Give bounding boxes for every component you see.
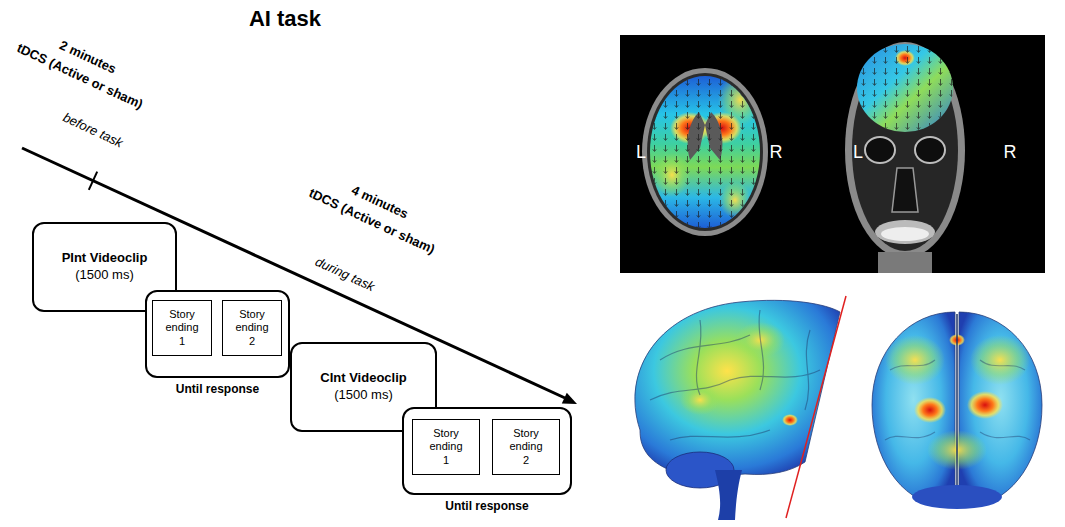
sulcus (980, 432, 1030, 440)
mri-panel (620, 35, 1045, 273)
sulcus (980, 360, 1025, 370)
side-label: R (1004, 142, 1017, 163)
brainstem (715, 470, 742, 520)
figure-title: AI task (185, 6, 385, 32)
hot-spot (967, 391, 1003, 419)
scalp (845, 42, 965, 258)
field-detail (640, 70, 770, 235)
coronal-mri (845, 42, 965, 273)
story-ending-box: Story ending 2 (492, 419, 560, 475)
arrow-head (562, 393, 577, 404)
eye-orbit (865, 137, 895, 163)
field-blob (885, 335, 945, 385)
sulcus (759, 310, 764, 390)
story-ending-text: Story ending 2 (232, 308, 272, 348)
vector-field (855, 44, 955, 134)
story-ending-text: Story ending 2 (506, 427, 546, 467)
jaw (875, 220, 935, 244)
hot-spot (914, 397, 946, 423)
response-box: Until responseStory ending 1Story ending… (402, 407, 572, 495)
story-ending-text: Story ending 1 (162, 308, 202, 348)
vector-field (640, 70, 770, 235)
story-ending-text: Story ending 1 (426, 427, 466, 467)
response-caption: Until response (445, 499, 528, 513)
box-heading: CInt Videoclip (320, 370, 406, 387)
sulcus (670, 430, 770, 440)
timeline-tick (89, 172, 97, 190)
field-detail (855, 44, 955, 134)
hemisphere (959, 312, 1042, 506)
side-label: L (636, 142, 646, 163)
cut-line (786, 296, 846, 518)
box-duration: (1500 ms) (75, 267, 134, 284)
neck (878, 252, 932, 273)
gyri (650, 310, 820, 440)
sulcus (650, 370, 820, 400)
cerebellum (912, 485, 1002, 509)
hemisphere (872, 312, 955, 506)
sulcus (805, 330, 810, 410)
side-label: L (853, 142, 863, 163)
box-heading: PInt Videoclip (62, 250, 148, 267)
cortex (635, 300, 840, 477)
response-box: Until responseStory ending 1Story ending… (145, 290, 290, 378)
frontal-brain (872, 312, 1042, 509)
phase-label: before task (61, 110, 126, 151)
sulcus (890, 360, 935, 370)
field-blob (680, 385, 720, 415)
eye-orbit (915, 137, 945, 163)
sulcus (660, 335, 750, 360)
sulcus (885, 432, 935, 440)
response-caption: Until response (176, 382, 259, 396)
box-duration: (1500 ms) (334, 387, 393, 404)
hot-spot (782, 414, 798, 426)
phase-label: during task (313, 254, 377, 294)
sulcus (696, 320, 701, 395)
teeth (881, 227, 929, 241)
lateral-brain (635, 296, 846, 520)
nasal-cavity (892, 168, 918, 212)
side-label: R (770, 142, 783, 163)
story-ending-box: Story ending 2 (222, 300, 282, 356)
axial-mri (640, 68, 770, 236)
midline (956, 314, 958, 504)
story-ending-box: Story ending 1 (412, 419, 480, 475)
field-blob (970, 335, 1030, 385)
story-ending-box: Story ending 1 (152, 300, 212, 356)
